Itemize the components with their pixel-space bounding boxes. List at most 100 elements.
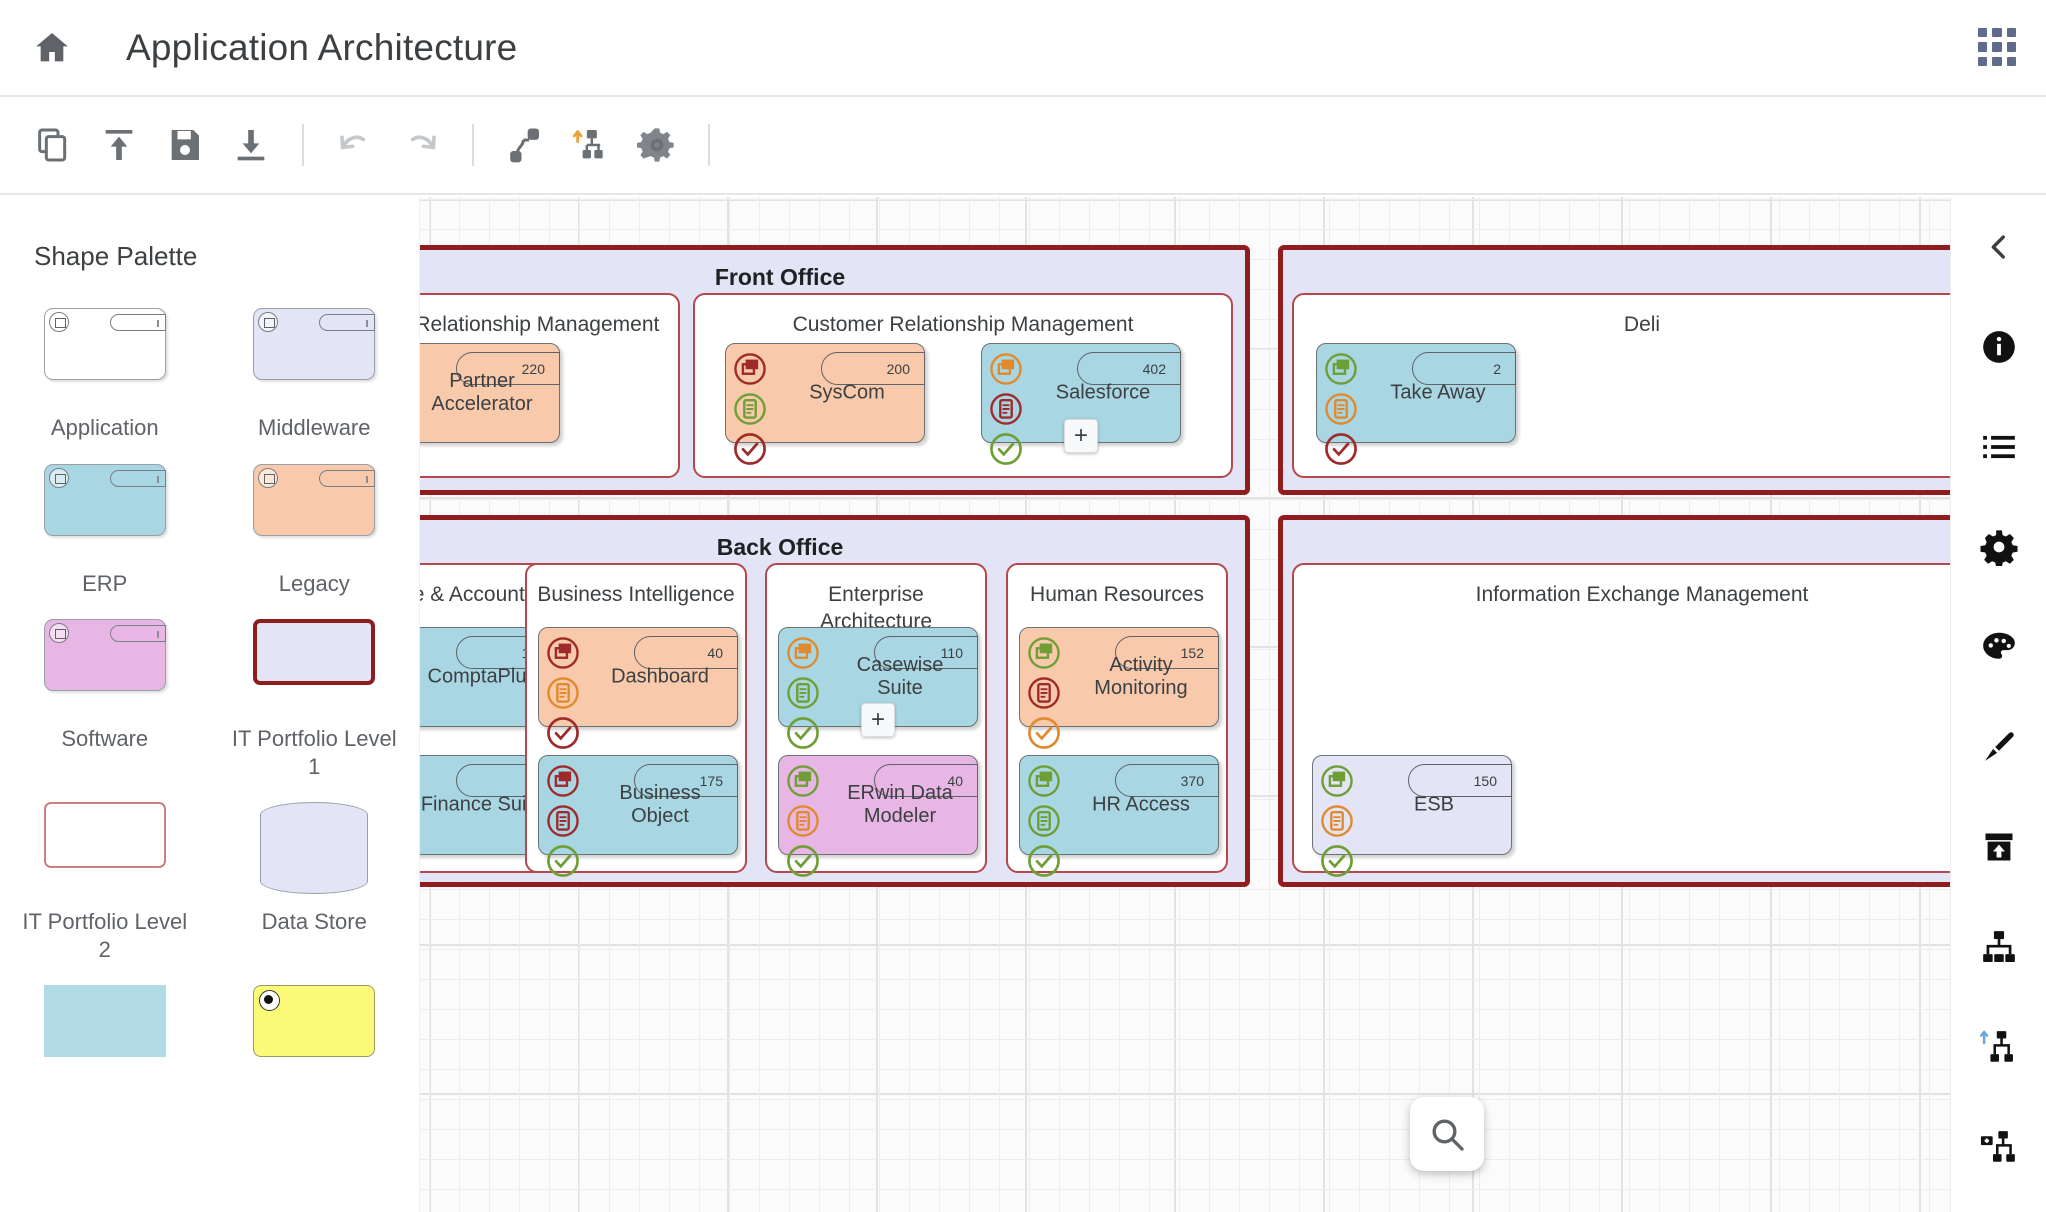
gear-icon[interactable] — [1963, 511, 2035, 583]
node-label: Business Object — [593, 782, 727, 828]
diagram-node[interactable]: 2Take Away — [1316, 343, 1516, 443]
home-icon[interactable] — [26, 22, 78, 74]
diagram-node[interactable]: 150ESB — [1312, 755, 1512, 855]
shape-glyph — [260, 802, 368, 894]
node-badges — [1025, 634, 1063, 752]
diagram-node[interactable]: 220Partner Accelerator — [420, 343, 560, 443]
diagram-node[interactable]: 40ERwin Data Modeler — [778, 755, 978, 855]
palette-title: Shape Palette — [34, 241, 419, 272]
diagram-group[interactable]: Human Resources152Activity Monitoring370… — [1006, 563, 1228, 873]
shape-glyph — [253, 985, 375, 1057]
node-expand-button[interactable]: + — [861, 703, 895, 737]
group-title: Partner Relationship Management — [420, 311, 672, 338]
save-button[interactable] — [154, 114, 216, 176]
node-app-badge-icon — [544, 634, 582, 672]
shape-glyph — [253, 308, 375, 380]
node-label: HR Access — [1074, 794, 1208, 817]
diagram-node[interactable]: 110Casewise Suite+ — [778, 627, 978, 727]
node-app-badge-icon — [1025, 634, 1063, 672]
hierarchy-add-icon[interactable] — [1963, 1111, 2035, 1183]
search-button[interactable] — [1410, 1097, 1484, 1171]
info-icon[interactable] — [1963, 311, 2035, 383]
diagram-group[interactable]: Deli 2Take Away — [1292, 293, 1950, 478]
node-doc-badge-icon — [1025, 674, 1063, 712]
palette-item-erp[interactable]: ERP — [0, 464, 210, 598]
copy-button[interactable] — [22, 114, 84, 176]
palette-item-label: Application — [51, 414, 159, 442]
node-label: SysCom — [780, 382, 914, 405]
diagram-node[interactable]: 40Dashboard — [538, 627, 738, 727]
diagram-group[interactable]: Partner Relationship Management 220Partne… — [420, 293, 680, 478]
palette-item-application[interactable]: Application — [0, 308, 210, 442]
palette-icon[interactable] — [1963, 611, 2035, 683]
band-title: Front Office — [420, 264, 1245, 291]
node-label: Activity Monitoring — [1074, 654, 1208, 700]
palette-item-legacy[interactable]: Legacy — [210, 464, 420, 598]
diagram-node[interactable]: 402Salesforce+ — [981, 343, 1181, 443]
node-app-badge-icon — [731, 350, 769, 388]
node-check-badge-icon — [1025, 714, 1063, 752]
list-icon[interactable] — [1963, 411, 2035, 483]
hierarchy-icon[interactable] — [1963, 911, 2035, 983]
palette-grid: Application MiddlewareERPLegacySoftwareIT… — [0, 308, 419, 1077]
node-app-badge-icon — [1318, 762, 1356, 800]
apps-grid-icon[interactable] — [1972, 22, 2022, 72]
palette-item-preview — [253, 619, 375, 711]
node-label: Salesforce — [1036, 382, 1170, 405]
diagram-node[interactable]: 200SysCom — [725, 343, 925, 443]
collapse-panel-button[interactable] — [1963, 211, 2035, 283]
download-button[interactable] — [220, 114, 282, 176]
band-title: Back Office — [420, 534, 1245, 561]
palette-item-label: Data Store — [262, 908, 367, 936]
node-doc-badge-icon — [731, 390, 769, 428]
shape-glyph — [253, 464, 375, 536]
palette-item-it-portfolio-level-1[interactable]: IT Portfolio Level 1 — [210, 619, 420, 780]
node-value-tag: 402 — [1077, 352, 1181, 385]
node-badges — [1025, 762, 1063, 880]
redo-button[interactable] — [390, 114, 452, 176]
archive-icon[interactable] — [1963, 811, 2035, 883]
node-doc-badge-icon — [784, 674, 822, 712]
palette-item-shape-9[interactable] — [210, 985, 420, 1077]
undo-button[interactable] — [324, 114, 386, 176]
app-header: Application Architecture — [0, 0, 2046, 95]
node-check-badge-icon — [544, 842, 582, 880]
node-check-badge-icon — [1322, 430, 1360, 468]
shape-badge-icon — [49, 312, 69, 332]
diagram-group[interactable]: Business Intelligence40Dashboard175Busin… — [525, 563, 747, 873]
node-app-badge-icon — [544, 762, 582, 800]
node-doc-badge-icon — [1322, 390, 1360, 428]
diagram-node[interactable]: 175Business Object — [538, 755, 738, 855]
hierarchy-up-icon[interactable] — [1963, 1011, 2035, 1083]
palette-item-middleware[interactable]: Middleware — [210, 308, 420, 442]
palette-item-label: IT Portfolio Level 1 — [229, 725, 399, 780]
shape-badge-icon — [49, 623, 69, 643]
shape-glyph — [253, 619, 375, 685]
shape-glyph — [44, 802, 166, 868]
node-expand-button[interactable]: + — [1064, 419, 1098, 453]
palette-item-data-store[interactable]: Data Store — [210, 802, 420, 963]
node-check-badge-icon — [1025, 842, 1063, 880]
node-badges — [987, 350, 1025, 468]
node-badges — [784, 634, 822, 752]
node-check-badge-icon — [544, 714, 582, 752]
diagram-group[interactable]: Enterprise Architecture110Casewise Suite… — [765, 563, 987, 873]
node-badges — [784, 762, 822, 880]
upload-button[interactable] — [88, 114, 150, 176]
diagram-node[interactable]: 152Activity Monitoring — [1019, 627, 1219, 727]
group-title: Deli — [1300, 311, 1950, 338]
palette-item-software[interactable]: Software — [0, 619, 210, 780]
palette-item-it-portfolio-level-2[interactable]: IT Portfolio Level 2 — [0, 802, 210, 963]
promote-button[interactable] — [560, 114, 622, 176]
diagram-canvas[interactable]: Front OfficePartner Relationship Managem… — [420, 197, 1950, 1212]
diagram-group[interactable]: Information Exchange Management150ESB — [1292, 563, 1950, 873]
connector-button[interactable] — [494, 114, 556, 176]
palette-item-shape-8[interactable] — [0, 985, 210, 1077]
brush-icon[interactable] — [1963, 711, 2035, 783]
shape-tag — [110, 470, 166, 487]
diagram-node[interactable]: 370HR Access — [1019, 755, 1219, 855]
diagram-group[interactable]: Customer Relationship Management200SysCo… — [693, 293, 1233, 478]
node-check-badge-icon — [784, 842, 822, 880]
toolbar-divider — [708, 124, 710, 166]
settings-button[interactable] — [626, 114, 688, 176]
